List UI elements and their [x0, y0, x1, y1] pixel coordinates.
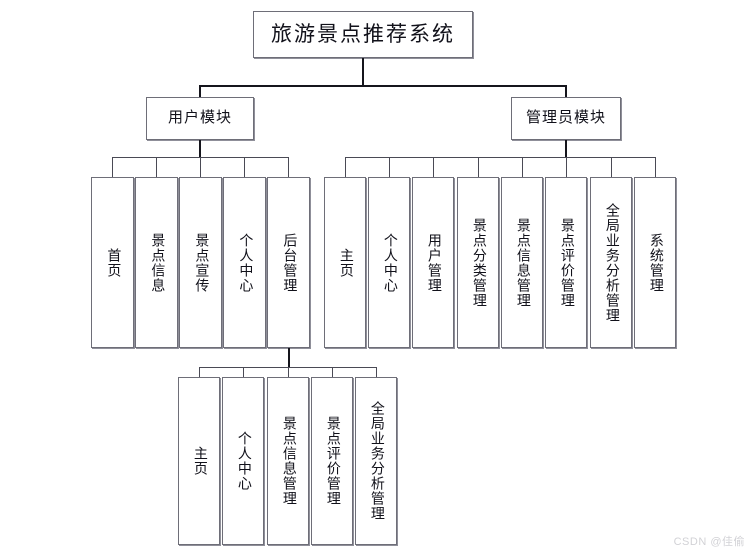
node-user-child-3[interactable]: 个人中心 [223, 177, 266, 348]
edge-admin-drop-4 [522, 157, 523, 177]
node-user-child-1[interactable]: 景点信息 [135, 177, 178, 348]
edge-root-to-user-module [199, 85, 201, 97]
node-user-child-2-label: 景点宣传 [193, 232, 209, 293]
node-backend-child-4[interactable]: 全局业务分析管理 [355, 377, 397, 545]
node-backend-child-2-label: 景点信息管理 [280, 416, 296, 506]
node-backend-child-0-label: 主页 [191, 446, 207, 476]
node-root-system[interactable]: 旅游景点推荐系统 [253, 11, 473, 58]
edge-admin-drop-2 [433, 157, 434, 177]
edge-admin-children-bus [345, 157, 656, 158]
node-backend-child-4-label: 全局业务分析管理 [368, 401, 384, 521]
node-admin-child-5-label: 景点评价管理 [558, 217, 574, 308]
node-backend-child-2[interactable]: 景点信息管理 [267, 377, 309, 545]
node-admin-module-label: 管理员模块 [525, 110, 606, 127]
node-backend-child-3[interactable]: 景点评价管理 [311, 377, 353, 545]
node-admin-child-3[interactable]: 景点分类管理 [457, 177, 499, 348]
edge-user-module-stem [199, 140, 201, 158]
edge-root-stem [362, 58, 364, 86]
node-admin-child-7[interactable]: 系统管理 [634, 177, 676, 348]
edge-admin-drop-6 [611, 157, 612, 177]
edge-root-to-admin-module [565, 85, 567, 97]
node-backend-child-1-label: 个人中心 [235, 431, 251, 491]
node-admin-module[interactable]: 管理员模块 [511, 97, 621, 140]
edge-admin-module-stem [565, 140, 567, 158]
node-user-child-1-label: 景点信息 [149, 232, 165, 293]
csdn-watermark: CSDN @佳偷 [673, 536, 745, 548]
node-backend-child-1[interactable]: 个人中心 [222, 377, 264, 545]
edge-user-drop-2 [200, 157, 201, 177]
edge-user-drop-0 [112, 157, 113, 177]
edge-root-bus [199, 85, 567, 87]
node-admin-child-1[interactable]: 个人中心 [368, 177, 410, 348]
edge-admin-drop-0 [345, 157, 346, 177]
node-root-label: 旅游景点推荐系统 [271, 21, 455, 46]
edge-backend-stem [288, 348, 290, 368]
edge-user-drop-1 [156, 157, 157, 177]
node-admin-child-5[interactable]: 景点评价管理 [545, 177, 587, 348]
node-backend-child-0[interactable]: 主页 [178, 377, 220, 545]
edge-admin-drop-5 [566, 157, 567, 177]
node-admin-child-4[interactable]: 景点信息管理 [501, 177, 543, 348]
node-user-child-0[interactable]: 首页 [91, 177, 134, 348]
node-admin-child-4-label: 景点信息管理 [514, 217, 530, 308]
node-admin-child-7-label: 系统管理 [647, 232, 663, 293]
node-admin-child-6-label: 全局业务分析管理 [603, 202, 619, 323]
node-backend-child-3-label: 景点评价管理 [324, 416, 340, 506]
node-user-child-4-label: 后台管理 [281, 232, 297, 293]
node-user-child-2[interactable]: 景点宣传 [179, 177, 222, 348]
node-admin-child-0-label: 主页 [337, 247, 353, 278]
node-user-module-label: 用户模块 [167, 110, 232, 127]
edge-admin-drop-3 [478, 157, 479, 177]
node-admin-child-1-label: 个人中心 [381, 232, 397, 293]
node-admin-child-2[interactable]: 用户管理 [412, 177, 454, 348]
node-user-child-4[interactable]: 后台管理 [267, 177, 310, 348]
node-admin-child-2-label: 用户管理 [425, 232, 441, 293]
node-admin-child-3-label: 景点分类管理 [470, 217, 486, 308]
node-user-module[interactable]: 用户模块 [146, 97, 254, 140]
edge-user-drop-4 [288, 157, 289, 177]
node-admin-child-0[interactable]: 主页 [324, 177, 366, 348]
node-admin-child-6[interactable]: 全局业务分析管理 [590, 177, 632, 348]
node-user-child-0-label: 首页 [105, 247, 121, 278]
edge-user-drop-3 [244, 157, 245, 177]
edge-admin-drop-7 [655, 157, 656, 177]
node-user-child-3-label: 个人中心 [237, 232, 253, 293]
edge-admin-drop-1 [389, 157, 390, 177]
